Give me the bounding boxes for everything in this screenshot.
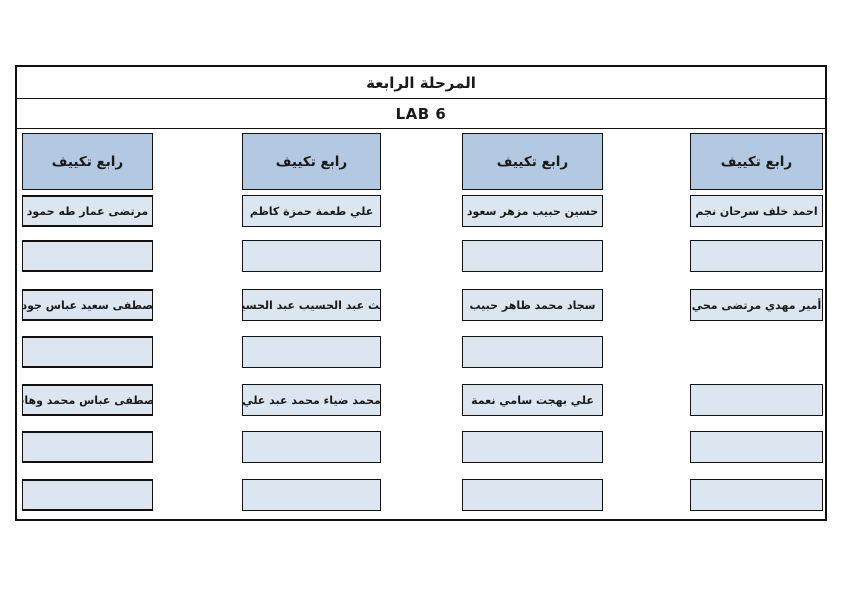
student-name-box: مصطفى سعيد عباس جودة <box>22 289 153 321</box>
group-header: رابع تكييف <box>690 133 823 190</box>
student-name-box: احمد خلف سرحان نجم <box>690 195 823 227</box>
student-name-box: مرتضى عمار طه حمود <box>22 195 153 227</box>
group-header: رابع تكييف <box>22 133 153 190</box>
empty-seat-box <box>22 240 153 272</box>
lab-assignment-table: المرحلة الرابعة LAB 6 رابع تكييف مرتضى عم… <box>15 65 827 521</box>
empty-seat-box <box>690 431 823 463</box>
student-name-box: حسين حبيب مزهر سعود <box>462 195 603 227</box>
empty-seat-box <box>690 240 823 272</box>
empty-seat-box <box>242 336 381 368</box>
empty-seat-box <box>690 384 823 416</box>
table-body: رابع تكييف مرتضى عمار طه حمود مصطفى سعيد ع… <box>17 129 825 519</box>
group-header: رابع تكييف <box>462 133 603 190</box>
empty-seat-box <box>22 479 153 511</box>
empty-seat-box <box>242 240 381 272</box>
student-name-box: أمير مهدي مرتضى محي <box>690 289 823 321</box>
student-column-4: رابع تكييف احمد خلف سرحان نجم أمير مهدي مر… <box>690 129 823 519</box>
empty-seat-box <box>242 479 381 511</box>
student-column-2: رابع تكييف علي طعمة حمزة كاظم غيث عبد الحس… <box>242 129 381 519</box>
empty-seat-box <box>462 336 603 368</box>
group-header: رابع تكييف <box>242 133 381 190</box>
empty-seat-box <box>22 336 153 368</box>
student-name-box: علي طعمة حمزة كاظم <box>242 195 381 227</box>
empty-seat-box <box>462 479 603 511</box>
empty-seat-box <box>462 431 603 463</box>
lab-title: LAB 6 <box>17 99 825 129</box>
student-name-box: غيث عبد الحسيب عبد الحسين <box>242 289 381 321</box>
student-column-1: رابع تكييف مرتضى عمار طه حمود مصطفى سعيد ع… <box>22 129 153 519</box>
student-name-box: مصطفى عباس محمد وهاب <box>22 384 153 416</box>
empty-seat-box <box>22 431 153 463</box>
student-name-box: سجاد محمد ظاهر حبيب <box>462 289 603 321</box>
empty-seat-box <box>462 240 603 272</box>
empty-seat-box <box>242 431 381 463</box>
student-name-box: علي بهجت سامي نعمة <box>462 384 603 416</box>
empty-seat-box <box>690 479 823 511</box>
student-column-3: رابع تكييف حسين حبيب مزهر سعود سجاد محمد ظ… <box>462 129 603 519</box>
student-name-box: محمد ضياء محمد عبد علي <box>242 384 381 416</box>
stage-title: المرحلة الرابعة <box>17 67 825 99</box>
